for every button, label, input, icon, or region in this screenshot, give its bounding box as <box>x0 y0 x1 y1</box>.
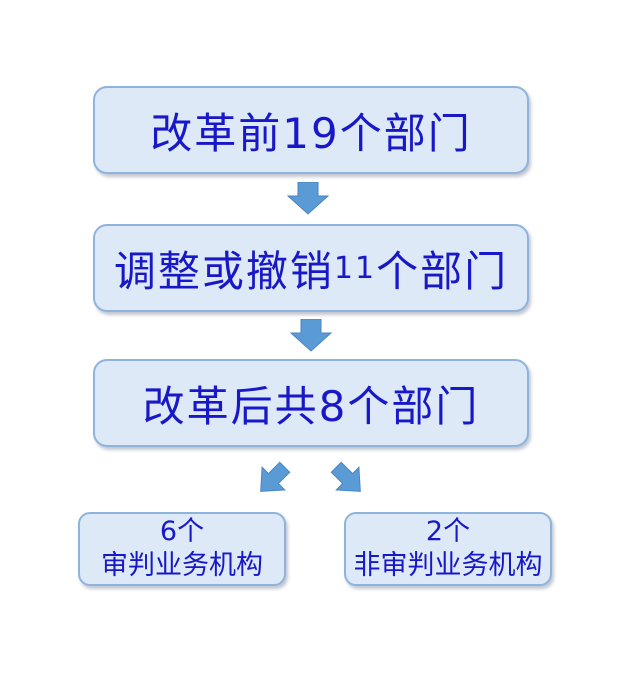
adjusted-number: 11 <box>333 250 377 286</box>
down-arrow-icon <box>286 182 330 215</box>
after-reform-box: 改革后共8个部门 <box>93 359 529 447</box>
diagonal-down-left-arrow-icon <box>260 461 291 492</box>
before-reform-label: 改革前19个部门 <box>150 108 472 158</box>
non-judicial-institutions-box: 2个 非审判业务机构 <box>344 512 552 586</box>
before-reform-box: 改革前19个部门 <box>93 86 529 174</box>
non-judicial-count: 2个 <box>425 516 471 547</box>
adjusted-suffix: 个部门 <box>376 246 509 296</box>
non-judicial-label: 非审判业务机构 <box>353 550 543 581</box>
judicial-count: 6个 <box>159 516 205 547</box>
down-arrow-icon <box>289 319 333 352</box>
after-reform-label: 改革后共8个部门 <box>142 381 480 431</box>
adjusted-prefix: 调整或撤销 <box>113 246 334 296</box>
judicial-institutions-box: 6个 审判业务机构 <box>78 512 286 586</box>
diagonal-down-right-arrow-icon <box>330 461 361 492</box>
judicial-label: 审判业务机构 <box>101 550 263 581</box>
